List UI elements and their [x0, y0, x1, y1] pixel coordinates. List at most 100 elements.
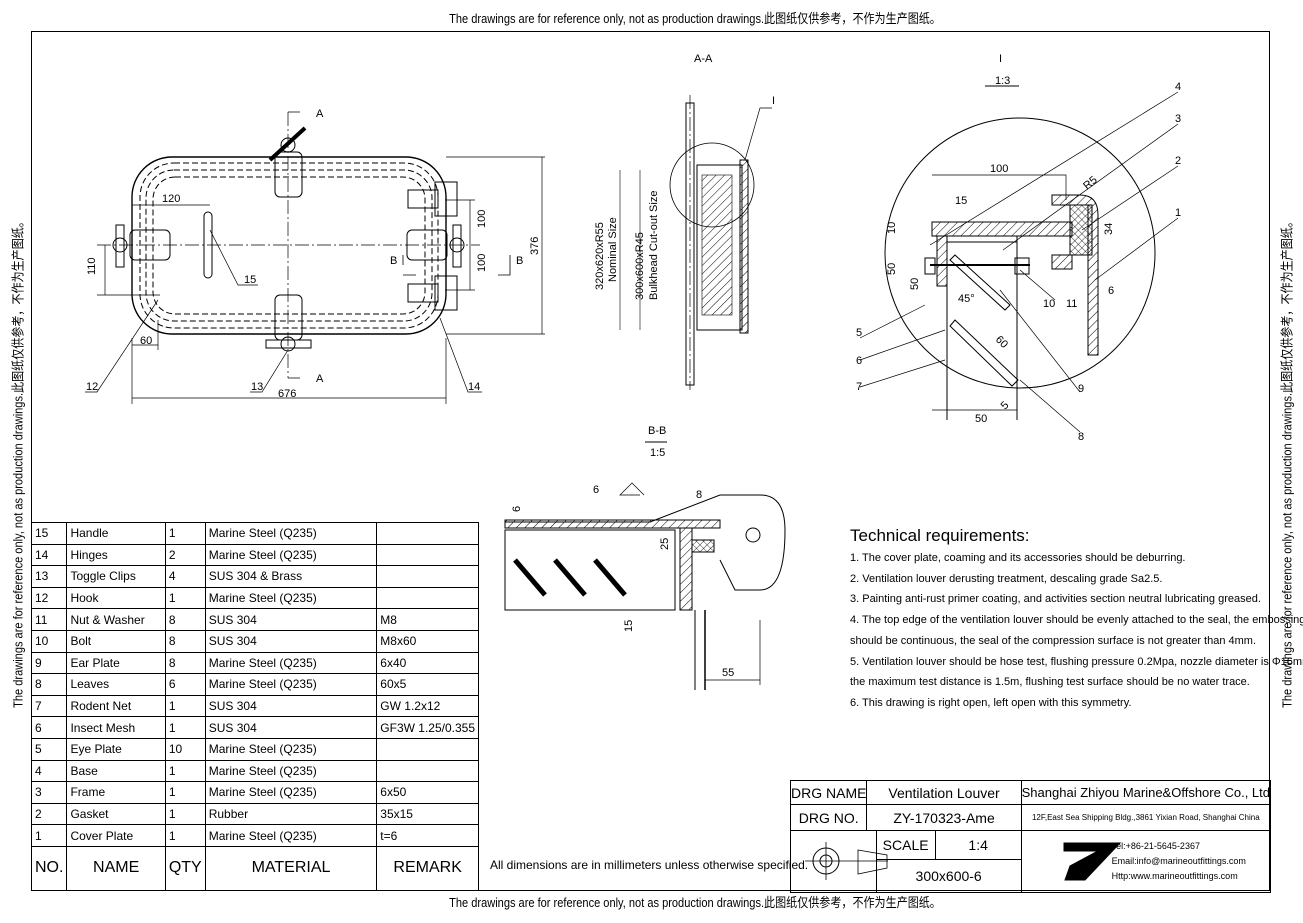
balloon-label: 6 — [856, 355, 862, 367]
part-qty: 1 — [164, 759, 206, 783]
part-name: Cover Plate — [66, 824, 166, 847]
part-qty: 1 — [164, 716, 206, 739]
part-remark: 60x5 — [376, 673, 479, 696]
part-qty: 8 — [164, 651, 206, 675]
nominal-size-label: Nominal Size — [607, 217, 619, 282]
detail-i-title: I — [999, 53, 1002, 65]
part-material: Marine Steel (Q235) — [204, 737, 378, 761]
tech-req-item: 3. Painting anti-rust primer coating, an… — [850, 593, 1261, 606]
section-aa-title: A-A — [694, 53, 713, 65]
dim-label: 50 — [909, 278, 921, 290]
tech-req-item: 6. This drawing is right open, left open… — [850, 696, 1132, 709]
dim-label: 676 — [278, 388, 296, 400]
part-name: Handle — [66, 522, 166, 545]
tech-req-item: 1. The cover plate, coaming and its acce… — [850, 552, 1186, 564]
part-qty: 1 — [164, 694, 206, 718]
part-remark: 6x40 — [376, 651, 479, 675]
part-name: Ear Plate — [66, 651, 166, 675]
part-remark: 6x50 — [376, 781, 479, 804]
dim-label: 100 — [990, 163, 1008, 175]
tech-req-title: Technical requirements: — [850, 526, 1030, 545]
part-qty: 1 — [164, 824, 206, 847]
header-name: NAME — [66, 845, 166, 891]
part-remark: GW 1.2x12 — [376, 694, 479, 718]
section-mark-b: B — [390, 255, 397, 267]
detail-ref-label: I — [772, 95, 775, 107]
balloon-label: 5 — [856, 327, 862, 339]
balloon-label: 3 — [1175, 113, 1181, 125]
tech-req-item: the maximum test distance is 1.5m, flush… — [850, 676, 1250, 689]
part-qty: 8 — [164, 629, 206, 653]
tech-req-item: should be continuous, the seal of the co… — [850, 634, 1257, 647]
part-no: 11 — [30, 608, 68, 631]
dim-label: 6 — [593, 484, 599, 496]
header-qty: QTY — [164, 845, 206, 891]
part-no: 3 — [30, 781, 68, 804]
dim-label: 100 — [476, 254, 488, 272]
part-qty: 2 — [164, 543, 206, 567]
title-block: DRG NAME Ventilation Louver Shanghai Zhi… — [789, 780, 1272, 893]
part-material: SUS 304 — [204, 629, 378, 653]
dim-label: 60 — [140, 335, 152, 347]
part-material: Marine Steel (Q235) — [204, 651, 378, 675]
nominal-size-value: 320x620xR55 — [594, 222, 606, 290]
scale-value: 1:4 — [934, 830, 1022, 860]
detail-i-view — [859, 85, 1179, 433]
part-no: 8 — [30, 673, 68, 696]
drawing-frame — [31, 31, 1270, 891]
balloon-label: 15 — [244, 274, 256, 286]
dim-label: 110 — [86, 257, 98, 275]
projection-symbol-cell — [790, 830, 877, 893]
part-remark: M8 — [376, 608, 479, 631]
balloon-label: 11 — [1066, 298, 1077, 310]
dim-label: 50 — [975, 413, 987, 425]
section-bb-view — [504, 441, 786, 690]
part-qty: 1 — [164, 586, 206, 610]
part-material: SUS 304 & Brass — [204, 565, 378, 588]
company-address: 12F,East Sea Shipping Bldg.,3861 Yixian … — [1020, 804, 1272, 831]
part-qty: 10 — [164, 737, 206, 761]
balloon-label: 14 — [468, 381, 480, 393]
balloon-label: 4 — [1175, 81, 1181, 93]
tech-req-item: 2. Ventilation louver derusting treatmen… — [850, 572, 1163, 585]
header-remark: REMARK — [376, 845, 479, 891]
dim-label: 376 — [529, 237, 541, 255]
section-bb-scale: 1:5 — [650, 447, 665, 459]
dim-label: 100 — [476, 210, 488, 228]
part-remark: GF3W 1.25/0.355 — [376, 716, 479, 739]
part-remark: 35x15 — [376, 802, 479, 826]
company-email: Email:info@marineoutfittings.com — [1111, 856, 1246, 866]
part-no: 5 — [30, 737, 68, 761]
part-qty: 4 — [164, 565, 206, 588]
part-no: 12 — [30, 586, 68, 610]
part-material: Marine Steel (Q235) — [204, 543, 378, 567]
balloon-label: 12 — [86, 381, 98, 393]
balloon-label: 9 — [1078, 383, 1084, 395]
part-no: 10 — [30, 629, 68, 653]
part-material: SUS 304 — [204, 608, 378, 631]
part-name: Bolt — [66, 629, 166, 653]
part-qty: 6 — [164, 673, 206, 696]
part-remark — [376, 543, 479, 567]
part-remark — [376, 522, 479, 545]
balloon-label: 13 — [251, 381, 263, 393]
part-remark — [376, 586, 479, 610]
company-website: Http:www.marineoutfittings.com — [1111, 871, 1238, 881]
part-material: Rubber — [204, 802, 378, 826]
drawing-labels: A A B B 120 110 60 676 100 100 376 15 12… — [86, 53, 1181, 679]
part-material: Marine Steel (Q235) — [204, 759, 378, 783]
cutout-size-value: 300x600xR45 — [634, 232, 646, 300]
drg-no-label: DRG NO. — [789, 804, 868, 831]
part-remark — [376, 565, 479, 588]
section-mark-a: A — [316, 108, 324, 120]
